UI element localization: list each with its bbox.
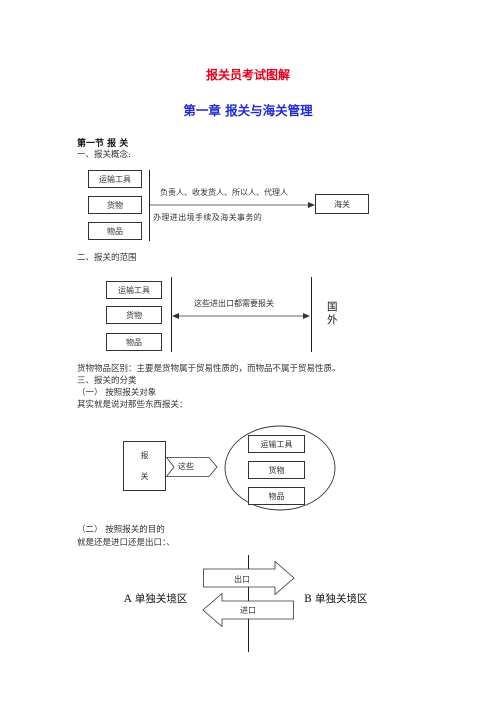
responsible-parties-text: 负责人、收发货人、所以人、代理人 [160,188,288,197]
import-label: 进口 [240,606,256,615]
sub-by-purpose: （二） 按照报关的目的 [77,525,165,535]
articles-box: 物品 [88,222,142,240]
document-title: 报关员考试图解 [205,68,290,82]
export-label: 出口 [234,575,250,584]
import-arrow [202,593,294,627]
sub-by-object: （一） 按照报关对象 [77,388,157,398]
declaration-box: 报 关 [123,441,166,491]
goods-articles-note: 货物物品区别：主要是货物属于贸易性质的，而物品不属于贸易性质。 [77,364,341,374]
region-b-label: B 单独关境区 [304,593,368,605]
goods-box: 货物 [88,196,142,214]
export-arrow [203,561,295,595]
divider-line [149,170,150,241]
object-arrow-label: 这些 [178,462,194,471]
foreign-label-top: 国 [327,301,338,313]
foreign-label-bottom: 外 [327,314,338,326]
goods-box: 货物 [106,306,162,324]
section-heading: 第一节 报 关 [77,139,129,149]
transport-box: 运输工具 [106,281,162,299]
border-left-line [171,277,172,352]
goods-box: 货物 [248,461,305,479]
sub-by-object-desc: 其实就是说对那些东西报关： [77,400,188,410]
object-ellipse [224,425,336,511]
declaration-char-2: 关 [140,472,149,481]
item-concept: 一、报关概念: [77,150,131,160]
procedures-text: 办理进出境手续及海关事务的 [153,213,263,222]
transport-box: 运输工具 [248,435,305,453]
border-right-line [311,277,312,352]
customs-box: 海关 [315,194,369,214]
scope-arrow-label: 这些进出口都需要报关 [194,299,274,308]
region-a-label: A 单独关境区 [124,593,188,605]
sub-by-purpose-desc: 就是还是进口还是出口：、 [77,538,175,548]
item-classification: 三、报关的分类 [77,376,137,386]
chapter-title: 第一章 报关与海关管理 [183,103,313,118]
object-arrow [166,457,218,477]
articles-box: 物品 [106,333,162,351]
scope-double-arrow [172,313,310,319]
concept-arrow [150,202,315,208]
transport-box: 运输工具 [88,170,142,188]
articles-box: 物品 [248,487,305,505]
declaration-char-1: 报 [140,451,149,460]
item-scope: 二、报关的范围 [77,253,137,263]
